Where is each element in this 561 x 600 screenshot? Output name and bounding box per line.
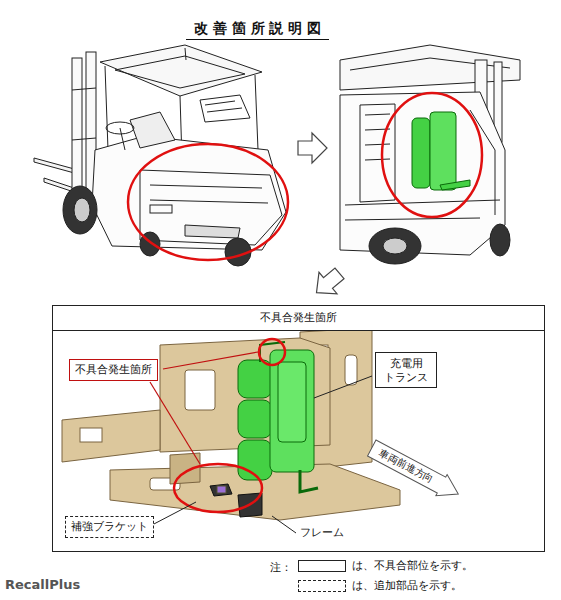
defect-circle	[174, 464, 262, 512]
legend-row: は、不具合部位を示す。	[298, 559, 473, 573]
leader-lines	[150, 352, 258, 464]
forklift-closeup	[340, 45, 520, 264]
panel: 不具合発生箇所不具合発生箇所充電用 トランス車両前進方向補強ブラケット	[52, 305, 545, 552]
transformer-closeup	[412, 112, 470, 190]
highlight-circle	[128, 144, 288, 260]
box-label: 不具合発生箇所	[75, 363, 152, 377]
part-label: フレーム	[300, 526, 344, 540]
title: 改 善 箇 所 説 明 図	[186, 20, 329, 40]
legend-text: は、追加部品を示す。	[352, 579, 462, 593]
frame	[62, 328, 400, 520]
leader-lines	[152, 376, 372, 533]
hollow-arrow	[308, 263, 349, 304]
added-part-box: 補強ブラケット	[65, 516, 154, 538]
legend-row: は、追加部品を示す。	[298, 579, 462, 593]
note-label: 注：	[270, 561, 292, 575]
box-label: 車両前進方向	[376, 446, 436, 487]
direction-arrow: 車両前進方向	[365, 436, 466, 506]
box-label: 充電用 トランス	[381, 356, 431, 384]
legend-dashed-box	[298, 580, 346, 592]
part-box: 充電用 トランス	[375, 352, 437, 388]
bracket	[210, 484, 232, 496]
highlight-circle	[382, 93, 482, 217]
legend-solid-box	[298, 560, 346, 572]
callout-box: 不具合発生箇所	[69, 359, 158, 381]
watermark: RecallPlus	[5, 577, 80, 592]
defect-circle	[259, 339, 285, 365]
legend-text: は、不具合部位を示す。	[352, 559, 473, 573]
box-label: 補強ブラケット	[71, 520, 148, 534]
panel-heading: 不具合発生箇所	[53, 306, 544, 331]
bracket-part	[217, 486, 226, 493]
hollow-arrow	[298, 133, 327, 163]
